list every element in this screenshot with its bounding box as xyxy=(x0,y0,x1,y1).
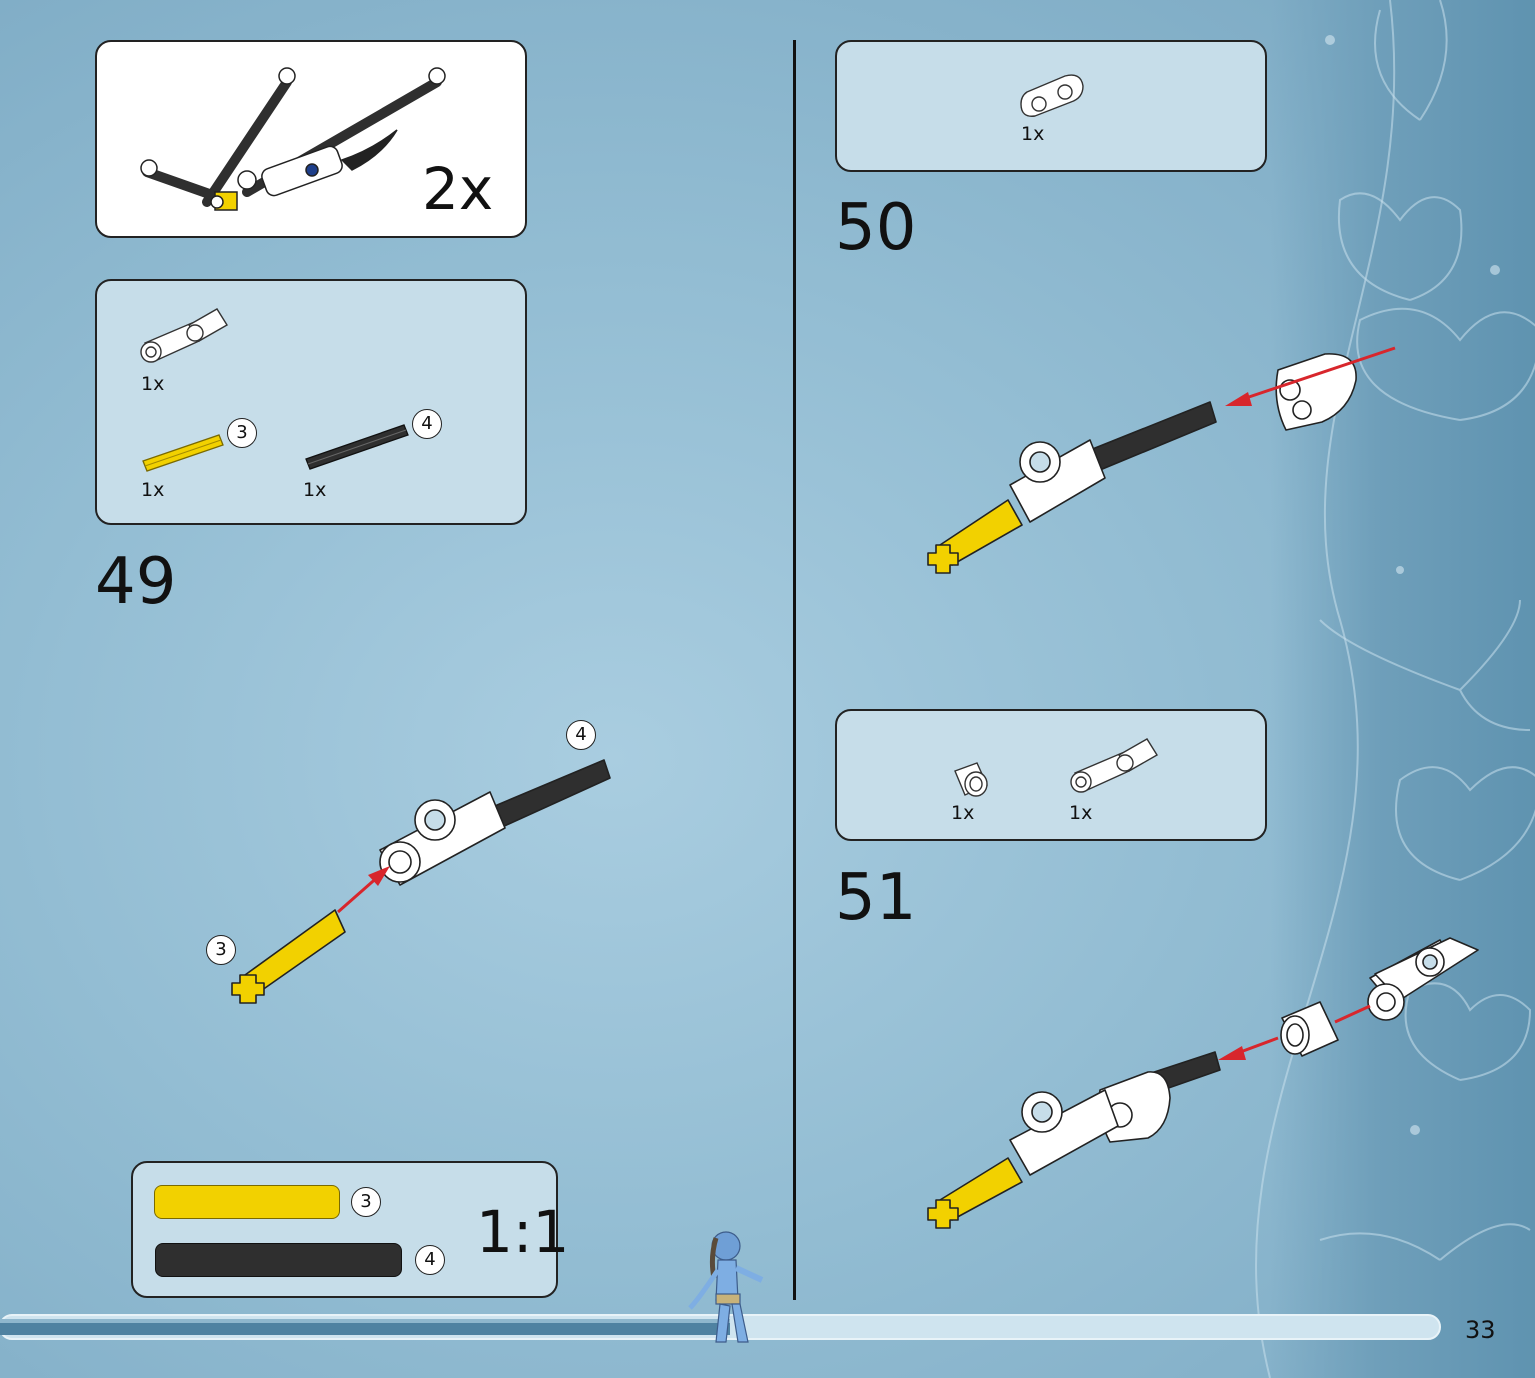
axle-length-callout: 3 xyxy=(227,418,257,448)
part-quantity: 1x xyxy=(1021,123,1045,145)
part-quantity: 1x xyxy=(141,479,165,501)
axle-length-callout: 4 xyxy=(415,1245,445,1275)
axle-length-callout: 3 xyxy=(206,935,236,965)
submodel-multiplier: 2x xyxy=(422,155,494,223)
step-51-parts-box: 1x 1x xyxy=(835,709,1267,841)
axle-length-callout: 4 xyxy=(412,409,442,439)
axle-length-callout: 3 xyxy=(351,1187,381,1217)
axle-length-callout: 4 xyxy=(566,720,596,750)
navi-character-figure xyxy=(688,1231,764,1343)
black-axle-icon xyxy=(305,424,409,470)
step-number: 50 xyxy=(835,191,917,265)
step-50-parts-box: 1x xyxy=(835,40,1267,172)
step-49-parts-box: 1x 3 1x 4 1x xyxy=(95,279,527,525)
black-axle-scale-bar xyxy=(155,1243,402,1277)
step-51-assembly-illustration xyxy=(927,937,1479,1229)
angle-connector-icon xyxy=(1070,738,1158,793)
submodel-callout-box: 2x xyxy=(95,40,527,238)
bush-icon xyxy=(954,762,988,797)
step-number: 51 xyxy=(835,861,917,935)
page-number: 33 xyxy=(1465,1316,1496,1344)
part-quantity: 1x xyxy=(1069,802,1093,824)
part-quantity: 1x xyxy=(951,802,975,824)
yellow-axle-icon xyxy=(142,434,224,472)
angle-connector-icon xyxy=(140,308,228,363)
part-quantity: 1x xyxy=(303,479,327,501)
column-divider xyxy=(793,40,796,1300)
decorative-background-panel xyxy=(1270,0,1535,1378)
scale-reference-box: 3 4 1:1 xyxy=(131,1161,569,1298)
submodel-assembly-illustration xyxy=(140,67,446,211)
decorative-plant-illustration xyxy=(1255,0,1535,1378)
part-quantity: 1x xyxy=(141,373,165,395)
step-49-assembly-illustration xyxy=(231,759,611,1004)
step-number: 49 xyxy=(95,545,177,619)
step-50-assembly-illustration xyxy=(927,346,1396,574)
scale-ratio: 1:1 xyxy=(476,1198,570,1266)
beam-connector-icon xyxy=(1020,74,1084,117)
yellow-axle-scale-bar xyxy=(154,1185,340,1219)
